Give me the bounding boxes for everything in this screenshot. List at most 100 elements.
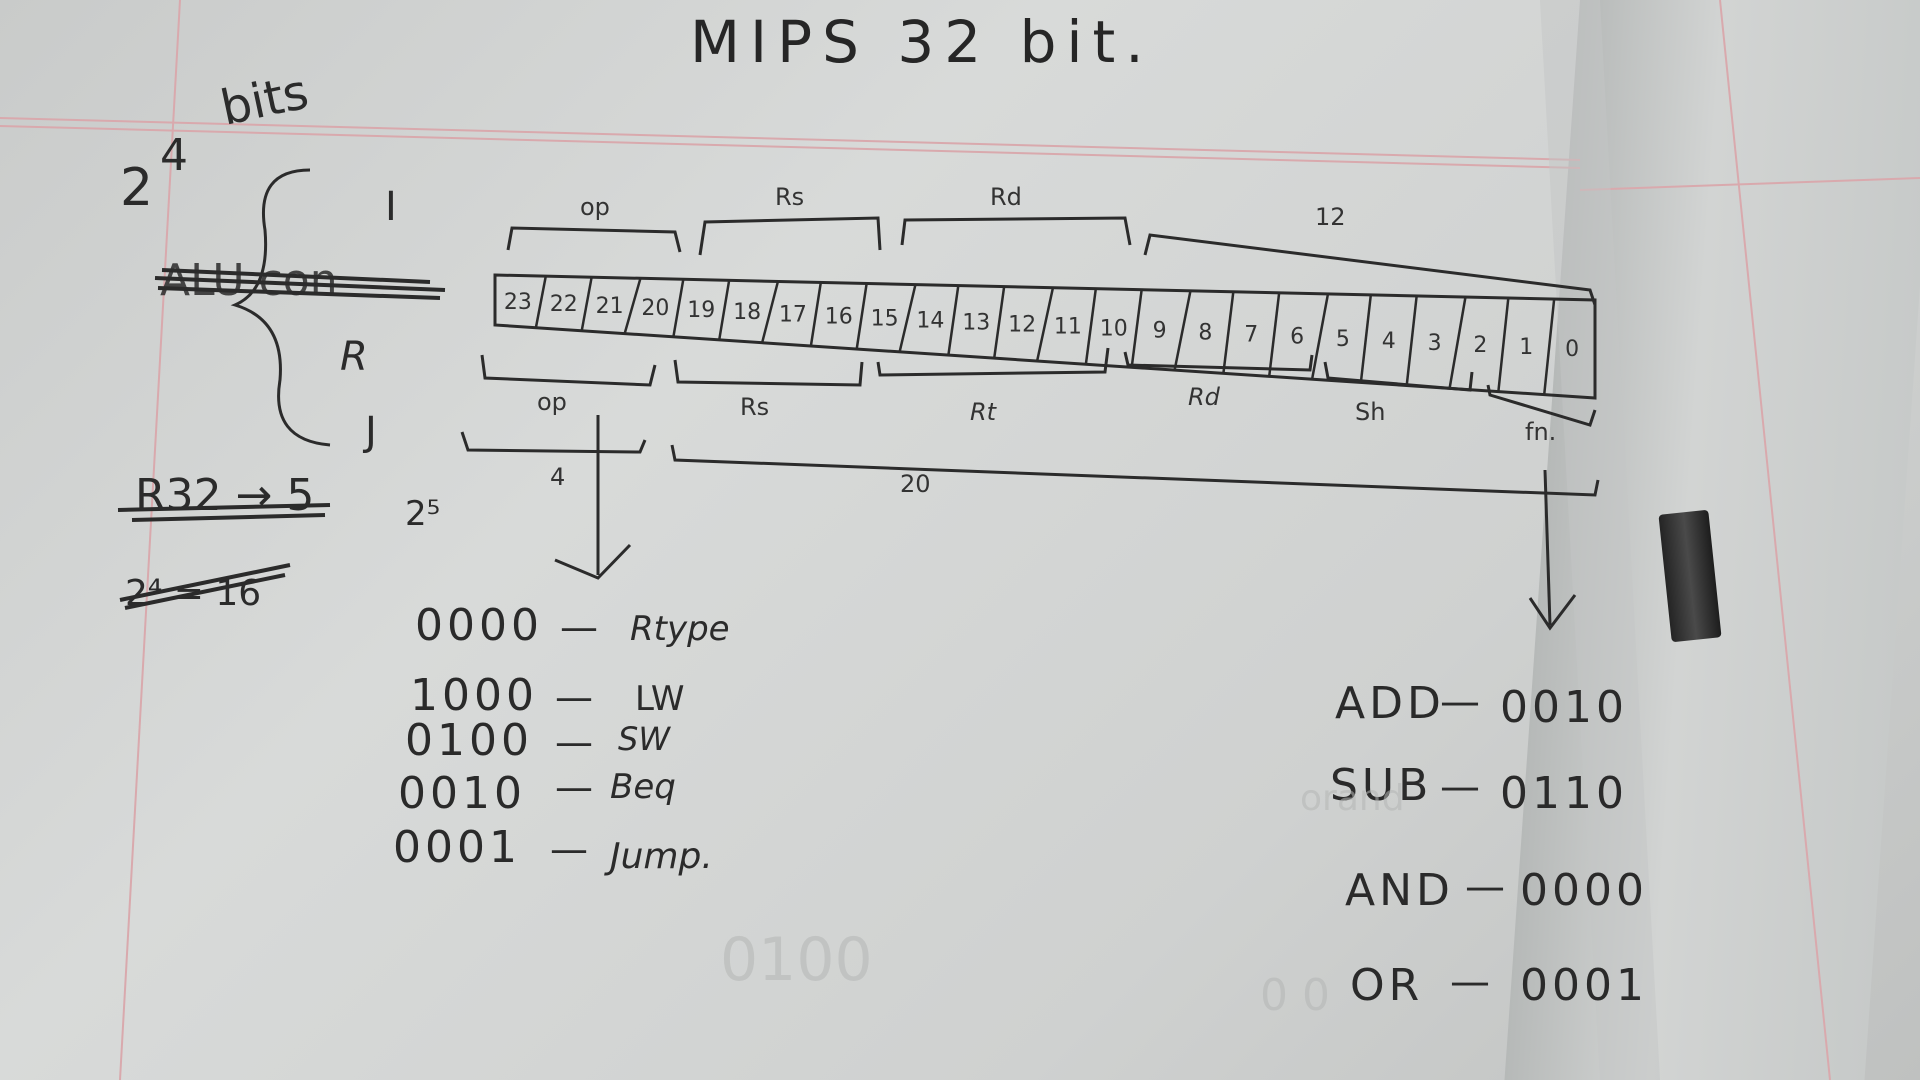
funct-name: ADD <box>1335 678 1445 729</box>
bit-index-label: 16 <box>825 304 853 329</box>
opcode-code: 1000 <box>410 670 538 721</box>
bit-divider <box>580 276 593 332</box>
bit-index-label: 10 <box>1100 317 1128 342</box>
bit-index-label: 2 <box>1473 333 1487 358</box>
bit-divider <box>1222 291 1235 374</box>
bit-divider <box>1405 295 1418 386</box>
top-rs-label: Rs <box>775 183 804 211</box>
funct-row: SUB — 0110 <box>1330 760 1624 819</box>
bit-divider <box>992 286 1006 359</box>
crossed-note-r32: R32 → 5 <box>135 470 314 521</box>
bit-index-label: 14 <box>916 308 944 333</box>
funct-code: 0000 <box>1520 865 1648 916</box>
svg-text:0100: 0100 <box>720 925 873 995</box>
bit-divider <box>1542 298 1556 396</box>
bottom-fn-label: fn. <box>1525 418 1556 446</box>
power-base: 2 <box>120 158 153 218</box>
svg-text:orand: orand <box>1300 778 1405 819</box>
opcode-name: Beq <box>610 767 676 807</box>
opcode-dash: — <box>560 605 598 649</box>
bottom-rt-label: Rt <box>970 398 998 426</box>
funct-code: 0001 <box>1520 960 1648 1011</box>
opcode-dash: — <box>550 827 588 871</box>
bit-divider <box>672 278 685 338</box>
top-braces <box>506 216 1597 306</box>
bottom-rd-label: Rd <box>1188 383 1221 411</box>
power-exp: 4 <box>160 130 188 181</box>
opcode-name: Jump. <box>604 836 713 877</box>
opcode-code: 0010 <box>398 768 526 819</box>
bit-divider <box>1497 297 1510 393</box>
bit-index-label: 0 <box>1565 337 1579 362</box>
funct-row: OR — 0001 <box>1350 959 1648 1011</box>
bit-index-label: 4 <box>1382 329 1396 354</box>
bit-index-label: 1 <box>1519 335 1533 360</box>
funct-row: ADD — 0010 <box>1335 678 1628 733</box>
funct-table: ADD — 0010 SUB — 0110 AND — 0000 OR — 00… <box>1330 678 1648 1011</box>
opcode-table: 0000 — Rtype 1000 — LW 0100 — SW 0010 — … <box>393 600 730 877</box>
opcode-code: 0100 <box>405 715 533 766</box>
arrows <box>554 415 1577 631</box>
j-addr-width: 20 <box>900 470 931 498</box>
funct-dash: — <box>1440 764 1480 810</box>
type-r-label: R <box>340 334 368 380</box>
bit-index-label: 22 <box>550 292 578 317</box>
opcode-row: 0001 — Jump. <box>393 822 713 877</box>
page-title: MIPS 32 bit. <box>690 8 1154 76</box>
strike-lines-1 <box>154 268 446 300</box>
opcode-name: LW <box>635 679 684 719</box>
bit-index-label: 11 <box>1054 315 1082 340</box>
funct-name: SUB <box>1330 760 1432 811</box>
funct-name: OR <box>1350 960 1423 1011</box>
bit-divider <box>1084 288 1098 365</box>
bit-index-label: 13 <box>962 310 990 335</box>
opcode-dash: — <box>555 720 593 764</box>
type-brace <box>230 168 331 447</box>
funct-dash: — <box>1465 864 1505 910</box>
bit-index-label: 6 <box>1290 325 1304 350</box>
opcode-row: 0000 — Rtype <box>415 600 730 651</box>
top-op-label: op <box>580 193 610 221</box>
bit-index-label: 20 <box>641 296 669 321</box>
opcode-name: SW <box>618 720 671 758</box>
bit-row-outline <box>493 273 1597 400</box>
bit-divider <box>717 280 731 341</box>
left-notes: 2 4 bits I R J ALU con R32 → 5 2⁵ 2⁴ = <box>117 64 446 614</box>
funct-code: 0010 <box>1500 682 1628 733</box>
bit-index-label: 18 <box>733 300 761 325</box>
bottom-braces <box>480 347 1597 427</box>
funct-name: AND <box>1345 865 1454 916</box>
bit-index-label: 9 <box>1153 319 1167 344</box>
bit-index-label: 15 <box>871 306 899 331</box>
bit-divider <box>1448 296 1467 390</box>
opcode-dash: — <box>555 675 593 719</box>
bit-index-label: 8 <box>1198 321 1212 346</box>
top-imm-label: 12 <box>1315 203 1346 231</box>
bit-index-label: 23 <box>504 290 532 315</box>
svg-text:0 0: 0 0 <box>1260 970 1330 1021</box>
bottom-op-label: op <box>537 388 567 416</box>
bleed-through: 0100 0 0 orand <box>720 778 1405 1021</box>
bit-index-label: 7 <box>1244 323 1258 348</box>
opcode-code: 0001 <box>393 822 521 873</box>
bottom-rs-label: Rs <box>740 393 769 421</box>
type-i-label: I <box>385 184 397 230</box>
type-j-label: J <box>362 409 377 455</box>
funct-dash: — <box>1440 679 1480 725</box>
opcode-dash: — <box>555 765 593 809</box>
bit-index-label: 17 <box>779 302 807 327</box>
bit-divider <box>534 275 548 329</box>
bit-divider <box>760 280 780 344</box>
bit-divider <box>1173 290 1192 371</box>
strike-lines-2 <box>117 503 331 522</box>
opcode-row: 0100 — SW <box>405 715 671 766</box>
j-op-width: 4 <box>550 463 565 491</box>
bit-divider <box>1130 289 1143 368</box>
bit-index-label: 21 <box>596 294 624 319</box>
opcode-row: 0010 — Beq <box>398 765 676 819</box>
bit-divider <box>809 282 823 347</box>
